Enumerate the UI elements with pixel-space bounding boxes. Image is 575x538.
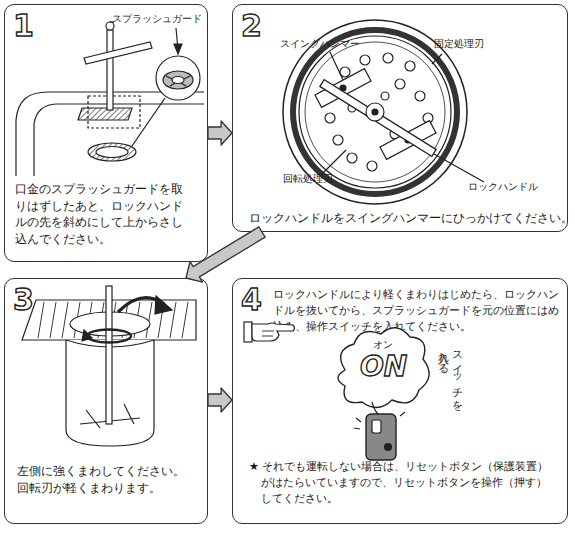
part-label: スイングハンマー (280, 38, 360, 50)
callout-text: ON (360, 353, 407, 381)
instruction-text: 口金のスプラッシュガードを取 りはずしたあと、ロックハンド ルの先を斜めにして上… (15, 181, 195, 248)
part-label: 回転処理刃 (283, 173, 333, 185)
step-panel: 4 ロックハンドルにより軽くまわりはじめたら、ロックハン ドルを抜いてから、スプラ… (232, 278, 568, 524)
instruction-text: ロックハンドルをスイングハンマーにひっかけてください。 (249, 210, 569, 227)
step-number: 3 (13, 285, 34, 315)
step-number: 1 (13, 11, 34, 41)
block-arrow (208, 388, 232, 412)
callout-text: スイッチを 入れる (436, 344, 463, 400)
step-number: 2 (241, 11, 262, 41)
note-text: ★ それでも運転しない場合は、リセットボタン（保護装置） がはたらいていますので… (249, 459, 554, 507)
instruction-text: 左側に強くまわしてください。 回転刃が軽くまわります。 (17, 463, 189, 496)
callout-text: オン (373, 339, 393, 351)
instruction-text: ロックハンドルにより軽くまわりはじめたら、ロックハン ドルを抜いてから、スプラッ… (273, 287, 565, 335)
part-label: スプラッシュガード (112, 13, 202, 25)
step-panel: 1 口金のスプラッシュガードを取 りはずしたあと、ロックハンド ルの先を斜めにして… (4, 4, 208, 262)
part-label: 固定処理刃 (434, 38, 484, 50)
block-arrow (208, 121, 232, 145)
step-panel: 3 左側に強くまわしてください。 回転刃が軽くまわります。 (4, 278, 208, 524)
part-label: ロックハンドル (468, 181, 538, 193)
step-number: 4 (241, 285, 262, 315)
